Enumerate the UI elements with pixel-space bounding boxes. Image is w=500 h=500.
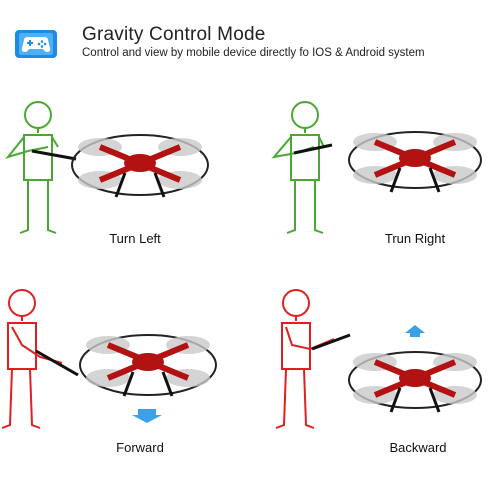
panel-backward: Backward xyxy=(250,285,500,485)
controller-phone xyxy=(35,349,79,377)
caption-backward: Backward xyxy=(389,440,447,455)
controller-phone xyxy=(293,143,333,155)
page-title: Gravity Control Mode xyxy=(82,24,266,45)
page-subtitle: Control and view by mobile device direct… xyxy=(82,47,425,59)
gamepad-phone-icon xyxy=(15,30,57,58)
person-figure xyxy=(1,289,63,429)
arrow-down-icon xyxy=(132,409,162,423)
caption-turn-left: Turn Left xyxy=(109,231,161,246)
panel-forward: Forward xyxy=(0,285,250,485)
drone-image xyxy=(348,351,482,413)
person-figure xyxy=(275,289,335,429)
person-figure xyxy=(271,101,325,234)
drone-image xyxy=(79,334,217,397)
arrow-up-icon xyxy=(405,325,425,337)
caption-turn-right: Trun Right xyxy=(384,231,446,246)
panel-turn-left: Turn Left xyxy=(0,95,250,295)
person-figure xyxy=(5,101,59,234)
drone-image xyxy=(71,134,209,198)
drone-image xyxy=(348,131,482,193)
controller-phone xyxy=(31,149,77,161)
panel-turn-right: Trun Right xyxy=(250,95,500,295)
caption-forward: Forward xyxy=(116,440,164,455)
controller-phone xyxy=(311,333,351,351)
